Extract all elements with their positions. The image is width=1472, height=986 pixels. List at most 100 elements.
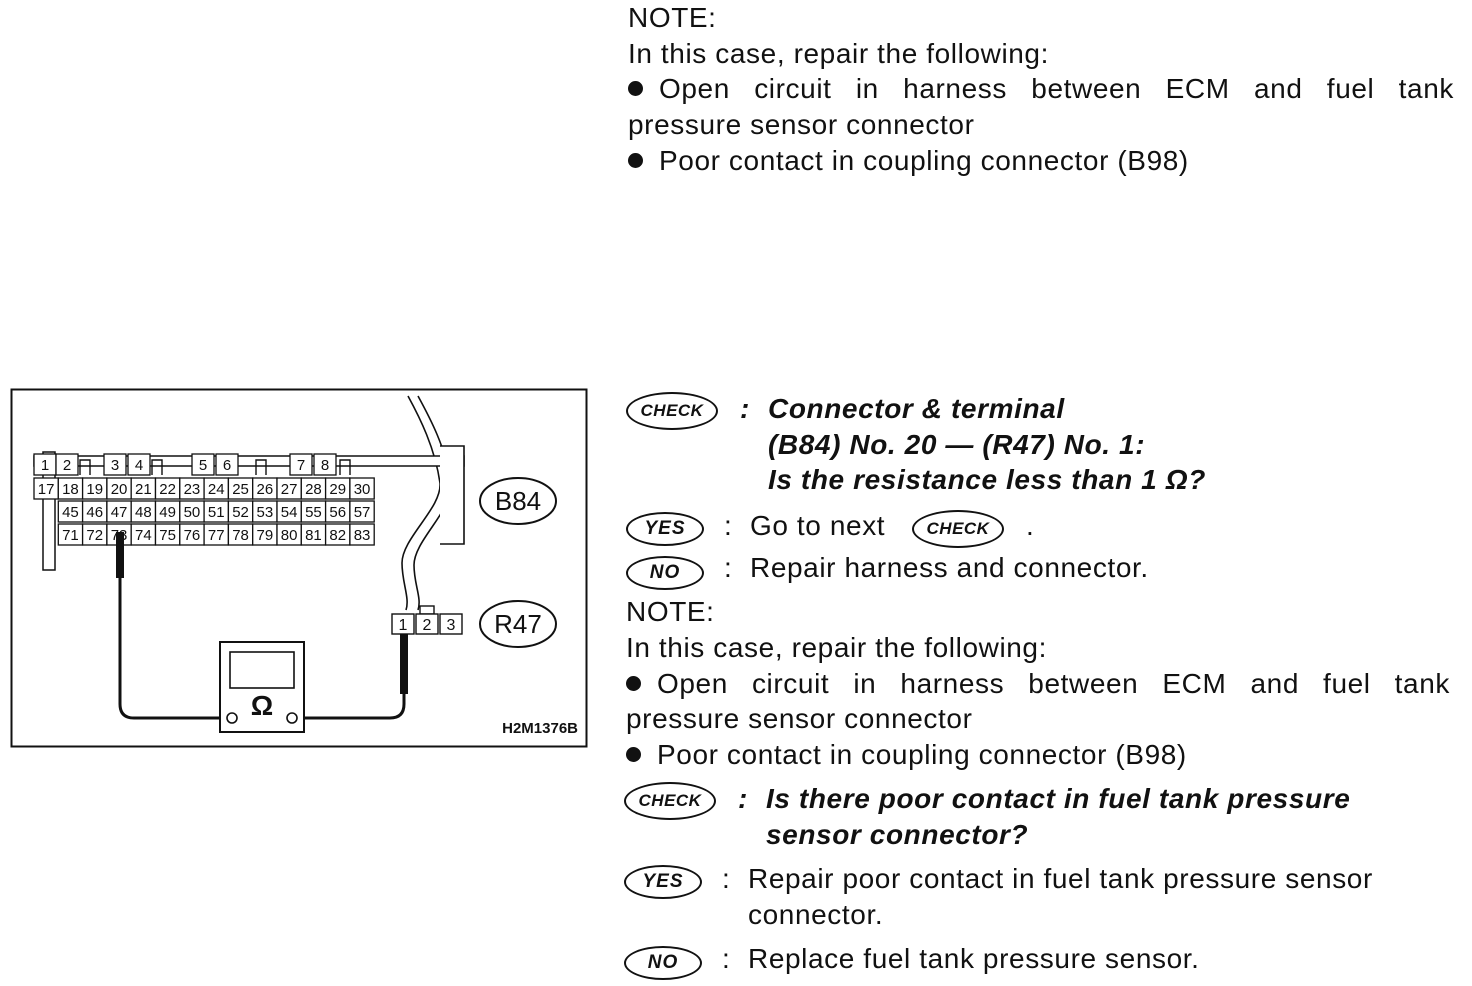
b84-pin-number: 27 <box>281 481 298 498</box>
r47-pin-cell <box>415 613 439 635</box>
colon: : <box>740 393 750 424</box>
b84-pin-number: 48 <box>135 504 152 521</box>
probe-tip-right <box>400 634 408 694</box>
step2-check-line1: Is there poor contact in fuel tank press… <box>766 783 1351 814</box>
r47-label-badge <box>479 600 557 648</box>
b84-pin-number: 77 <box>208 527 225 544</box>
b84-pin-number: 22 <box>159 481 176 498</box>
b84-pin-number: 72 <box>86 527 103 544</box>
meter-terminal <box>226 712 238 724</box>
b84-pin-number: 24 <box>208 481 225 498</box>
b84-pin-number: 47 <box>111 504 128 521</box>
second-note-heading: NOTE: <box>626 596 715 627</box>
b84-pin-number: 75 <box>159 527 176 544</box>
no-badge: NO <box>626 556 704 590</box>
bullet-icon <box>628 153 643 168</box>
second-note-item1-cont: pressure sensor connector <box>626 703 973 734</box>
b84-pin-number: 83 <box>354 527 371 544</box>
b84-pin-number: 20 <box>111 481 128 498</box>
r47-pin-number: 2 <box>423 617 432 634</box>
colon: : <box>724 510 732 541</box>
b84-pin-cell <box>127 453 151 476</box>
b84-pin-cell <box>191 453 215 476</box>
b84-pin-cell <box>349 500 375 523</box>
figure-code: H2M1376B <box>502 720 578 737</box>
b84-pin-number: 52 <box>232 504 249 521</box>
b84-pin-cell <box>349 477 375 500</box>
bullet-icon <box>626 676 641 691</box>
colon: : <box>738 783 748 814</box>
step2-yes-line2: connector. <box>748 899 884 930</box>
b84-pin-number: 23 <box>184 481 201 498</box>
step2-yes-line1: Repair poor contact in fuel tank pressur… <box>748 863 1373 894</box>
check-badge-inline: CHECK <box>912 510 1004 548</box>
step1-yes-text: Go to next <box>750 510 886 541</box>
bullet-icon <box>628 81 643 96</box>
b84-pin-number: 51 <box>208 504 225 521</box>
b84-pin-cell <box>289 453 313 476</box>
top-note-heading: NOTE: <box>628 2 717 33</box>
colon: : <box>722 943 730 974</box>
step2-check-line2: sensor connector? <box>766 819 1029 850</box>
probe-lead-left <box>118 578 226 720</box>
b84-pin-number: 30 <box>354 481 371 498</box>
r47-label: R47 <box>494 609 542 639</box>
b84-pin-number: 74 <box>135 527 152 544</box>
b84-pin-cell <box>103 453 127 476</box>
b84-pin-number: 46 <box>86 504 103 521</box>
b84-pin-number: 82 <box>329 527 346 544</box>
b84-pin-cell <box>349 523 375 546</box>
b84-pin-number: 5 <box>199 457 207 474</box>
b84-pin-number: 81 <box>305 527 322 544</box>
probe-lead-right <box>292 646 406 720</box>
step1-check-line2: (B84) No. 20 — (R47) No. 1: <box>768 429 1146 460</box>
check-badge: CHECK <box>626 392 718 430</box>
ohm-icon: Ω <box>251 690 273 721</box>
meter-terminal <box>286 712 298 724</box>
b84-pin-number: 50 <box>184 504 201 521</box>
step1-check-line1: Connector & terminal <box>768 393 1065 424</box>
b84-pin-number: 49 <box>159 504 176 521</box>
b84-pin-number: 57 <box>354 504 371 521</box>
colon: : <box>724 552 732 583</box>
top-note-item1-cont: pressure sensor connector <box>628 109 975 140</box>
b84-pin-number: 4 <box>135 457 143 474</box>
b84-pin-number: 29 <box>329 481 346 498</box>
r47-pin-cell <box>391 613 415 635</box>
bullet-icon <box>626 747 641 762</box>
b84-pin-number: 17 <box>38 481 55 498</box>
b84-pin-number: 78 <box>232 527 249 544</box>
ohmmeter-display <box>229 651 295 689</box>
probe-tip-left <box>116 532 124 578</box>
b84-pin-number: 53 <box>257 504 274 521</box>
top-note-item1: Open circuit in harness between ECM and … <box>628 71 1454 107</box>
b84-pin-number: 80 <box>281 527 298 544</box>
b84-pin-number: 7 <box>297 457 305 474</box>
b84-pin-number: 18 <box>62 481 79 498</box>
b84-label: B84 <box>495 486 541 516</box>
b84-pin-number: 3 <box>111 457 119 474</box>
r47-pin-cell <box>439 613 463 635</box>
b84-pin-number: 26 <box>257 481 274 498</box>
b84-pin-number: 21 <box>135 481 152 498</box>
second-note-intro: In this case, repair the following: <box>626 632 1047 663</box>
r47-pin-number: 3 <box>447 617 456 634</box>
b84-pin-number: 25 <box>232 481 249 498</box>
b84-pin-number: 8 <box>321 457 329 474</box>
no-badge: NO <box>624 946 702 980</box>
b84-pin-cell <box>55 453 79 476</box>
b84-pin-cell <box>215 453 239 476</box>
b84-pin-number: 19 <box>86 481 103 498</box>
b84-pin-number: 28 <box>305 481 322 498</box>
b84-pin-number: 2 <box>63 457 71 474</box>
b84-key-notch <box>339 459 351 475</box>
b84-pin-number: 6 <box>223 457 231 474</box>
b84-pin-number: 79 <box>257 527 274 544</box>
b84-pin-number: 71 <box>62 527 79 544</box>
harness-wire <box>401 395 441 611</box>
b84-connector-housing <box>440 445 465 545</box>
b84-pin-number: 45 <box>62 504 79 521</box>
